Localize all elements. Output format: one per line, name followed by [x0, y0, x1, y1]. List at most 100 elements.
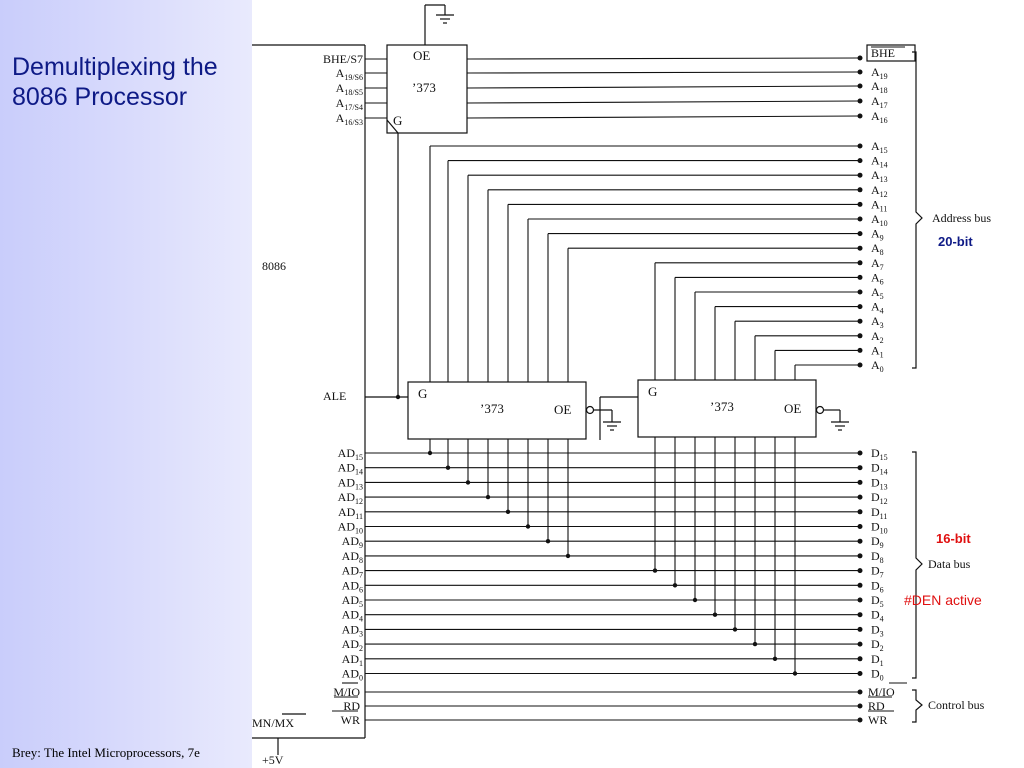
junction-dot	[565, 553, 571, 559]
junction-dot	[485, 494, 491, 500]
addr-output-a0: A0	[871, 358, 884, 374]
output-dot	[857, 465, 863, 471]
cpu-pin-ad4: AD4	[342, 608, 363, 624]
output-dot	[857, 216, 863, 222]
slide-footer: Brey: The Intel Microprocessors, 7e	[12, 745, 200, 760]
cpu-pin-ad2: AD2	[342, 637, 363, 653]
addr-output-a6: A6	[871, 270, 884, 286]
addr-output-a11: A11	[871, 197, 887, 213]
cpu-pin-bhe: BHE/S7	[323, 52, 363, 66]
junction-dot	[445, 465, 451, 470]
data-output-d7: D7	[871, 564, 884, 580]
data-output-d11: D11	[871, 505, 887, 521]
junction-dot	[465, 480, 471, 485]
output-dot	[857, 274, 863, 280]
output-dot	[857, 671, 863, 676]
output-dot	[857, 231, 863, 237]
output-dot	[857, 479, 863, 485]
data-output-d12: D12	[871, 490, 888, 506]
oe-bubble	[815, 405, 825, 415]
data-output-d9: D9	[871, 534, 884, 550]
latch-high-oe: OE	[413, 48, 430, 63]
addr-output-a18: A18	[871, 79, 888, 95]
output-dot	[857, 69, 863, 75]
output-dot	[857, 703, 863, 709]
control-bus-label: Control bus	[928, 698, 985, 712]
slide-title: Demultiplexing the 8086 Processor	[12, 53, 218, 111]
latch-high-box	[386, 44, 468, 134]
latch-high-name: ’373	[412, 80, 436, 95]
addr-output-a12: A12	[871, 183, 888, 199]
data-bus-label: Data bus	[928, 557, 971, 571]
latch-low-b-oe: OE	[784, 401, 801, 416]
junction-dot	[752, 641, 758, 647]
junction-dot	[772, 656, 778, 661]
output-dot	[857, 494, 863, 500]
power-label: +5V	[262, 753, 284, 767]
output-dot	[857, 83, 863, 89]
cpu-pin-control-0: M/IO	[333, 685, 360, 699]
addr-output-a3: A3	[871, 314, 884, 330]
latch-low-b-box	[637, 379, 817, 438]
address-bus-label: Address bus	[932, 211, 991, 225]
output-dot	[857, 524, 863, 529]
addr-output-a15: A15	[871, 139, 888, 155]
cpu-pin-ad7: AD7	[342, 564, 363, 580]
data-output-d15: D15	[871, 446, 888, 462]
latch-low-a-oe: OE	[554, 402, 571, 417]
addr-output-a2: A2	[871, 329, 884, 345]
cpu-pin-a17: A17/S4	[336, 96, 363, 112]
output-dot	[857, 641, 863, 647]
output-dot	[857, 304, 863, 310]
latch-low-a-name: ’373	[480, 401, 504, 416]
output-dot	[857, 553, 863, 559]
title-panel: Demultiplexing the 8086 Processor Brey: …	[0, 0, 252, 768]
data-output-d5: D5	[871, 593, 884, 609]
cpu-pin-ad14: AD14	[338, 461, 363, 477]
output-dot	[857, 289, 863, 295]
output-dot	[857, 509, 863, 515]
latch-high-g: G	[393, 113, 402, 128]
output-dot	[857, 98, 863, 104]
cpu-pin-ad8: AD8	[342, 549, 363, 565]
junction-dot	[712, 612, 718, 617]
output-dot	[857, 158, 863, 164]
output-dot	[857, 362, 863, 368]
data-output-d2: D2	[871, 637, 884, 653]
high-output-wire	[466, 71, 861, 74]
data-output-d4: D4	[871, 608, 884, 624]
cpu-pin-ad3: AD3	[342, 622, 363, 638]
control-output-2: WR	[868, 713, 887, 727]
cpu-pin-control-2: WR	[341, 713, 360, 727]
bhe-output-box	[866, 44, 916, 62]
junction-dot	[692, 597, 698, 603]
latch-low-a-g: G	[418, 386, 427, 401]
data-output-d13: D13	[871, 475, 888, 491]
control-output-0: M/IO	[868, 685, 895, 699]
high-output-wire	[466, 100, 861, 104]
ale-label: ALE	[323, 389, 346, 403]
data-output-d3: D3	[871, 622, 884, 638]
cpu-pin-ad10: AD10	[338, 520, 363, 536]
data-output-d6: D6	[871, 578, 884, 594]
addr-output-a9: A9	[871, 227, 884, 243]
data-output-d10: D10	[871, 520, 888, 536]
addr-output-a10: A10	[871, 212, 888, 228]
demux-schematic: BHE/S7A19/S6A18/S5A17/S4A16/S3BHEA19A18A…	[252, 4, 991, 767]
latch-low-b-g: G	[648, 384, 657, 399]
output-dot	[857, 172, 863, 178]
junction-dot	[672, 583, 678, 588]
ale-junction-dot	[395, 394, 401, 400]
cpu-pin-control-1: RD	[343, 699, 360, 713]
cpu-label: 8086	[262, 259, 286, 273]
output-dot	[857, 538, 863, 544]
junction-dot	[545, 539, 551, 544]
bhe-output-label: BHE	[871, 46, 895, 60]
data-output-d1: D1	[871, 652, 884, 668]
control-output-1: RD	[868, 699, 885, 713]
latch-low-b-name: ’373	[710, 399, 734, 414]
addr-output-a7: A7	[871, 256, 884, 272]
output-dot	[857, 143, 863, 149]
data-output-d14: D14	[871, 461, 888, 477]
addr-output-a16: A16	[871, 109, 888, 125]
